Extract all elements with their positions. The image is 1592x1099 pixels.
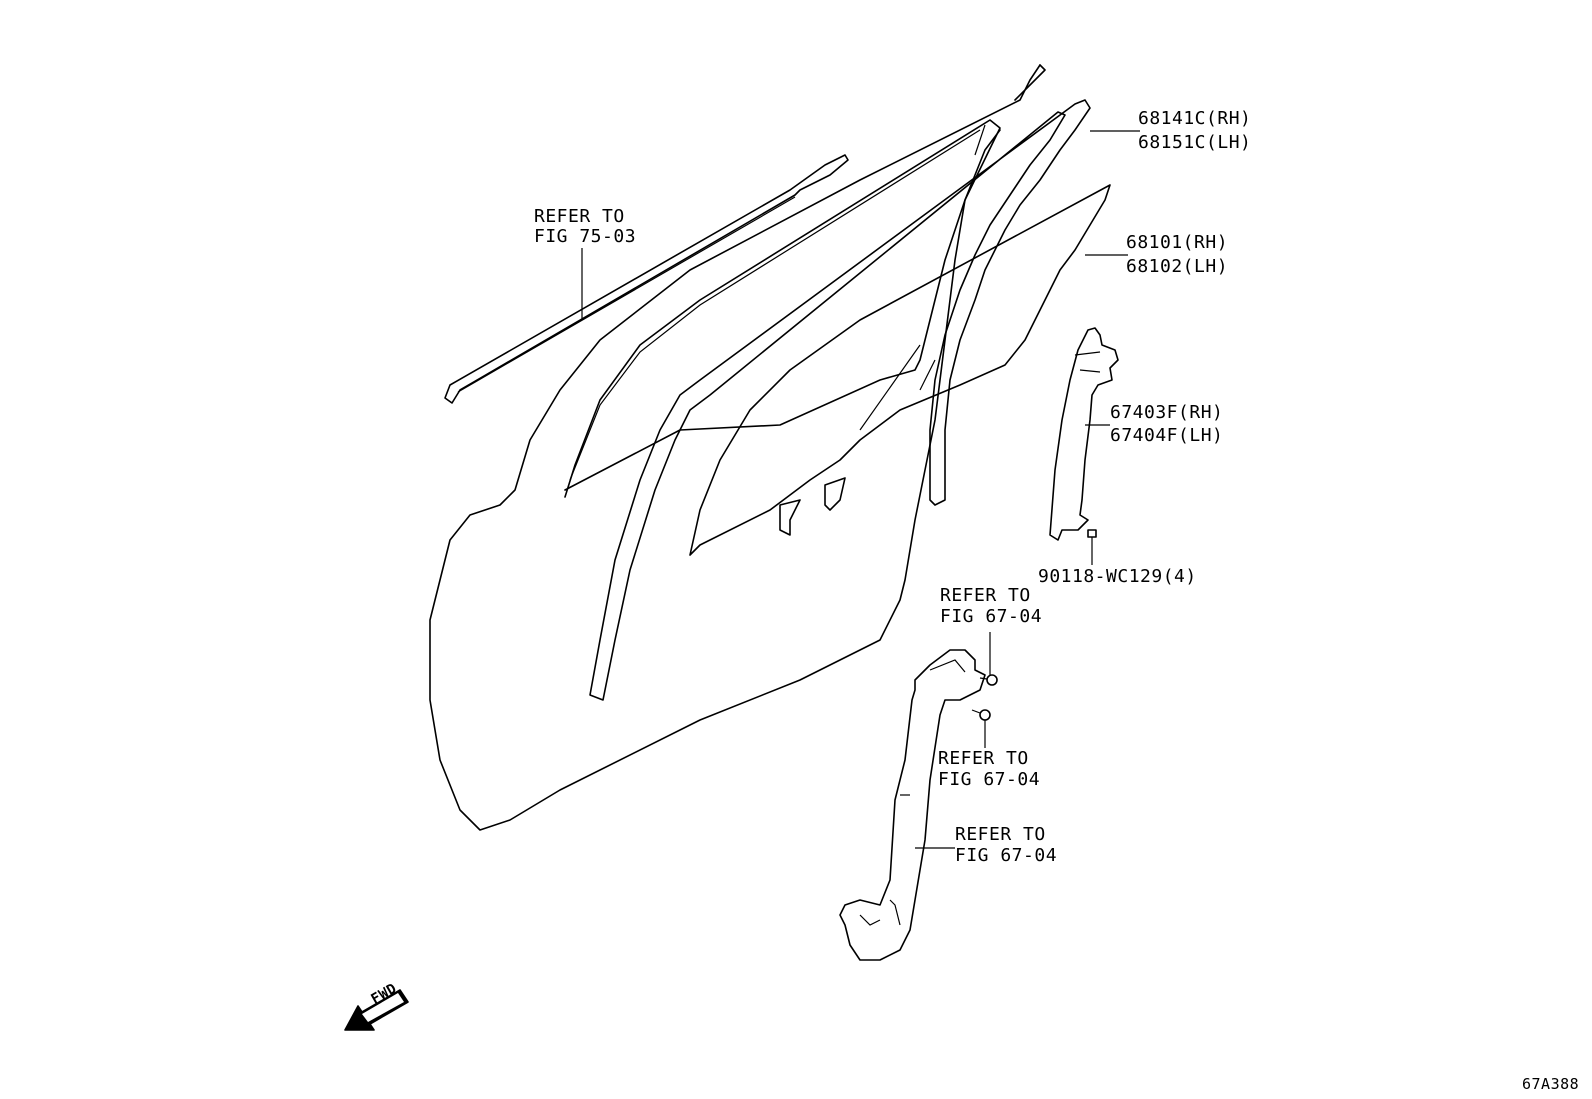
regulator-bolt-upper bbox=[986, 674, 998, 686]
callout-regulator-ref-mid-line2: FIG 67-04 bbox=[938, 769, 1041, 790]
callout-rear-sash-lh: 67404F(LH) bbox=[1110, 425, 1224, 446]
callout-regulator-ref-mid-line1: REFER TO bbox=[938, 748, 1029, 769]
fwd-arrow-icon bbox=[344, 989, 409, 1031]
belt-molding bbox=[444, 154, 849, 404]
rear-lower-sash bbox=[1049, 327, 1119, 541]
sash-bolt bbox=[1087, 529, 1097, 538]
regulator-bolt-lower bbox=[979, 709, 991, 721]
glass-bracket-rear bbox=[824, 477, 846, 511]
callout-door-glass-rh: 68101(RH) bbox=[1126, 232, 1229, 253]
callout-rear-sash-rh: 67403F(RH) bbox=[1110, 402, 1224, 423]
callout-regulator-ref-bottom-line2: FIG 67-04 bbox=[955, 845, 1058, 866]
callout-bolt: 90118-WC129(4) bbox=[1038, 566, 1197, 587]
glass-bracket-front bbox=[779, 499, 801, 536]
callout-regulator-ref-top-line2: FIG 67-04 bbox=[940, 606, 1043, 627]
callout-regulator-ref-bottom-line1: REFER TO bbox=[955, 824, 1046, 845]
glass-run-channel bbox=[589, 99, 1091, 701]
window-regulator bbox=[839, 649, 986, 961]
window-frame bbox=[564, 119, 1001, 498]
callout-molding-ref-line1: REFER TO bbox=[534, 206, 625, 227]
door-panel bbox=[429, 64, 1041, 831]
callout-run-channel-rh: 68141C(RH) bbox=[1138, 108, 1252, 129]
callout-run-channel-lh: 68151C(LH) bbox=[1138, 132, 1252, 153]
callout-door-glass-lh: 68102(LH) bbox=[1126, 256, 1229, 277]
callout-regulator-ref-top-line1: REFER TO bbox=[940, 585, 1031, 606]
door-glass bbox=[689, 184, 1111, 556]
callout-molding-ref-line2: FIG 75-03 bbox=[534, 226, 637, 247]
figure-code: 67A388 bbox=[1522, 1075, 1580, 1093]
